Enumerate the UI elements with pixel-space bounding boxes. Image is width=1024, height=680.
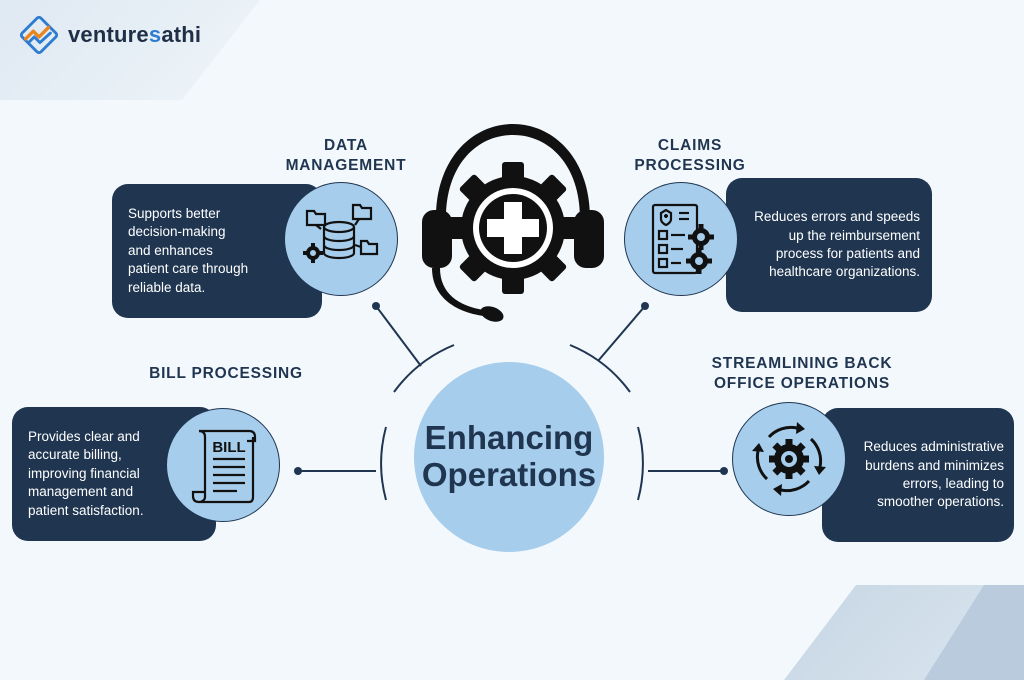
arc-top-right	[569, 344, 631, 393]
hub-title-line2: Operations	[421, 456, 597, 493]
brand-logo[interactable]: venturesathi	[20, 16, 201, 54]
arc-right	[637, 426, 644, 501]
gear-cycle-icon	[752, 422, 826, 496]
node-card-claims-processing: Reduces errors and speeds up the reimbur…	[726, 178, 932, 312]
checklist-gears-icon	[651, 203, 714, 275]
node-card-streamlining: Reduces administrative burdens and minim…	[822, 408, 1014, 542]
connector-dot-data-management	[372, 302, 380, 310]
connector-data-management	[375, 305, 422, 367]
venturesathi-logo-icon	[20, 16, 58, 54]
connector-dot-claims	[641, 302, 649, 310]
hub-title-line1: Enhancing	[424, 419, 594, 457]
central-hub: Enhancing Operations	[414, 362, 604, 552]
bill-scroll-icon: BILL	[191, 429, 257, 504]
node-title-claims-processing: CLAIMS PROCESSING	[634, 137, 746, 174]
node-title-data-management: DATA MANAGEMENT	[285, 137, 407, 174]
svg-text:BILL: BILL	[212, 439, 245, 456]
connector-dot-streamlining	[720, 467, 728, 475]
node-description-streamlining: Reduces administrative burdens and minim…	[863, 439, 1004, 510]
connector-claims	[597, 305, 646, 362]
node-icon-circle-bill-processing: BILL	[166, 408, 280, 522]
node-description-bill-processing: Provides clear and accurate billing, imp…	[28, 429, 144, 518]
node-title-bill-processing: BILL PROCESSING	[149, 365, 303, 382]
brand-name: venturesathi	[68, 22, 202, 47]
node-icon-circle-data-management	[284, 182, 398, 296]
arc-left	[380, 426, 387, 501]
medical-headset-gear-icon	[422, 124, 604, 322]
connector-dot-bill	[294, 467, 302, 475]
node-description-data-management: Supports better decision-making and enha…	[128, 206, 249, 295]
node-description-claims-processing: Reduces errors and speeds up the reimbur…	[754, 209, 920, 280]
node-icon-circle-claims-processing	[624, 182, 738, 296]
node-title-streamlining: STREAMLINING BACK OFFICE OPERATIONS	[711, 355, 893, 392]
node-icon-circle-streamlining	[732, 402, 846, 516]
database-folders-icon	[303, 203, 379, 263]
